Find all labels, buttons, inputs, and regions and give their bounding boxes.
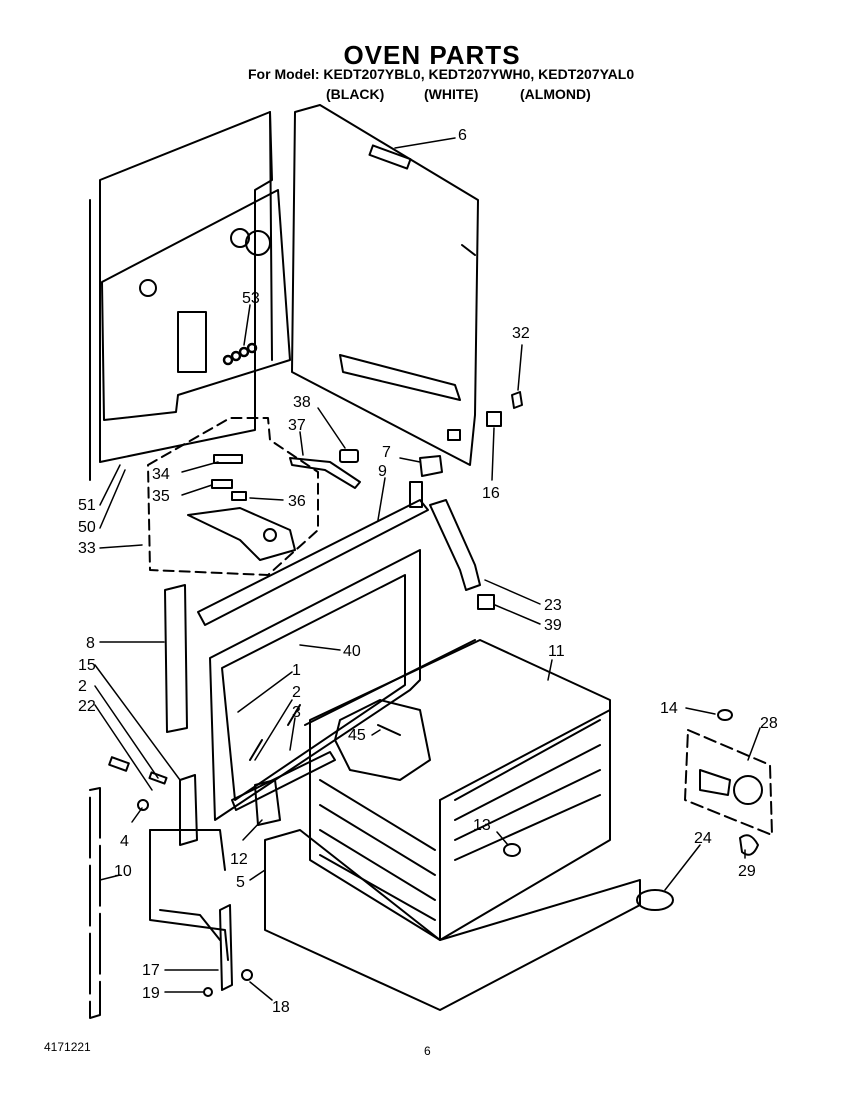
callout-17: 17 xyxy=(142,962,160,979)
hinge-assembly xyxy=(108,756,253,997)
leader-lines xyxy=(94,137,761,1001)
callout-18: 18 xyxy=(272,999,290,1016)
heater-element-53 xyxy=(222,342,258,366)
callout-10: 10 xyxy=(114,863,132,880)
callout-29: 29 xyxy=(738,863,756,880)
vent-tube-23 xyxy=(429,499,481,591)
light-bulb-13 xyxy=(503,843,521,857)
callout-22: 22 xyxy=(78,698,96,715)
screw-2 xyxy=(249,739,263,761)
callout-34: 34 xyxy=(152,466,170,483)
front-frame-9 xyxy=(197,481,429,626)
callout-8: 8 xyxy=(86,635,95,652)
page-number: 6 xyxy=(424,1044,431,1058)
part-39 xyxy=(477,594,495,610)
part-32 xyxy=(511,391,523,409)
callout-14: 14 xyxy=(660,700,678,717)
latch-assembly-box xyxy=(147,417,319,576)
callout-16: 16 xyxy=(482,485,500,502)
oven-cavity-11 xyxy=(304,639,611,941)
callout-9: 9 xyxy=(378,463,387,480)
callout-35: 35 xyxy=(152,488,170,505)
light-socket-28 xyxy=(684,729,773,836)
part-16 xyxy=(486,411,502,427)
side-strip-8 xyxy=(164,584,188,733)
callout-50: 50 xyxy=(78,519,96,536)
callout-24: 24 xyxy=(694,830,712,847)
rear-panel-assembly xyxy=(89,111,291,481)
oven-panel-6 xyxy=(291,104,479,466)
screw-3 xyxy=(287,704,301,726)
callout-11: 11 xyxy=(548,643,565,660)
callout-37: 37 xyxy=(288,417,306,434)
callout-3: 3 xyxy=(292,704,301,721)
rail xyxy=(231,751,336,811)
callout-19: 19 xyxy=(142,985,160,1002)
part-7 xyxy=(419,455,443,477)
callout-6: 6 xyxy=(458,127,467,144)
callout-2-left: 2 xyxy=(78,678,87,695)
callout-36: 36 xyxy=(288,493,306,510)
callout-40: 40 xyxy=(343,643,361,660)
callout-23: 23 xyxy=(544,597,562,614)
door-frame-40 xyxy=(209,549,421,821)
callout-45: 45 xyxy=(348,727,366,744)
callout-38: 38 xyxy=(293,394,311,411)
color-white: (WHITE) xyxy=(424,86,479,102)
callout-labels: 6 53 32 38 37 7 9 16 34 35 36 51 50 33 2… xyxy=(78,127,778,1016)
callout-51: 51 xyxy=(78,497,96,514)
foot-24 xyxy=(636,889,674,911)
callout-1: 1 xyxy=(292,662,301,679)
bracket-38 xyxy=(339,449,359,463)
lower-shell xyxy=(264,829,641,1011)
callout-53: 53 xyxy=(242,290,260,307)
callout-28: 28 xyxy=(760,715,778,732)
callout-33: 33 xyxy=(78,540,96,557)
callout-7: 7 xyxy=(382,444,391,461)
callout-2: 2 xyxy=(292,684,301,701)
page-title: OVEN PARTS xyxy=(343,40,521,70)
callout-4: 4 xyxy=(120,833,129,850)
color-almond: (ALMOND) xyxy=(520,86,591,102)
callout-12: 12 xyxy=(230,851,248,868)
bulb-29 xyxy=(739,834,759,856)
screw-45 xyxy=(377,724,401,736)
callout-39: 39 xyxy=(544,617,562,634)
document-number: 4171221 xyxy=(44,1040,91,1054)
color-black: (BLACK) xyxy=(326,86,385,102)
side-strip-10 xyxy=(89,787,101,1019)
model-line: For Model: KEDT207YBL0, KEDT207YWH0, KED… xyxy=(248,66,635,82)
callout-15: 15 xyxy=(78,657,96,674)
callout-5: 5 xyxy=(236,874,245,891)
latch-arm-37 xyxy=(289,457,361,489)
callout-13: 13 xyxy=(473,817,491,834)
callout-32: 32 xyxy=(512,325,530,342)
washer-14 xyxy=(717,709,733,721)
